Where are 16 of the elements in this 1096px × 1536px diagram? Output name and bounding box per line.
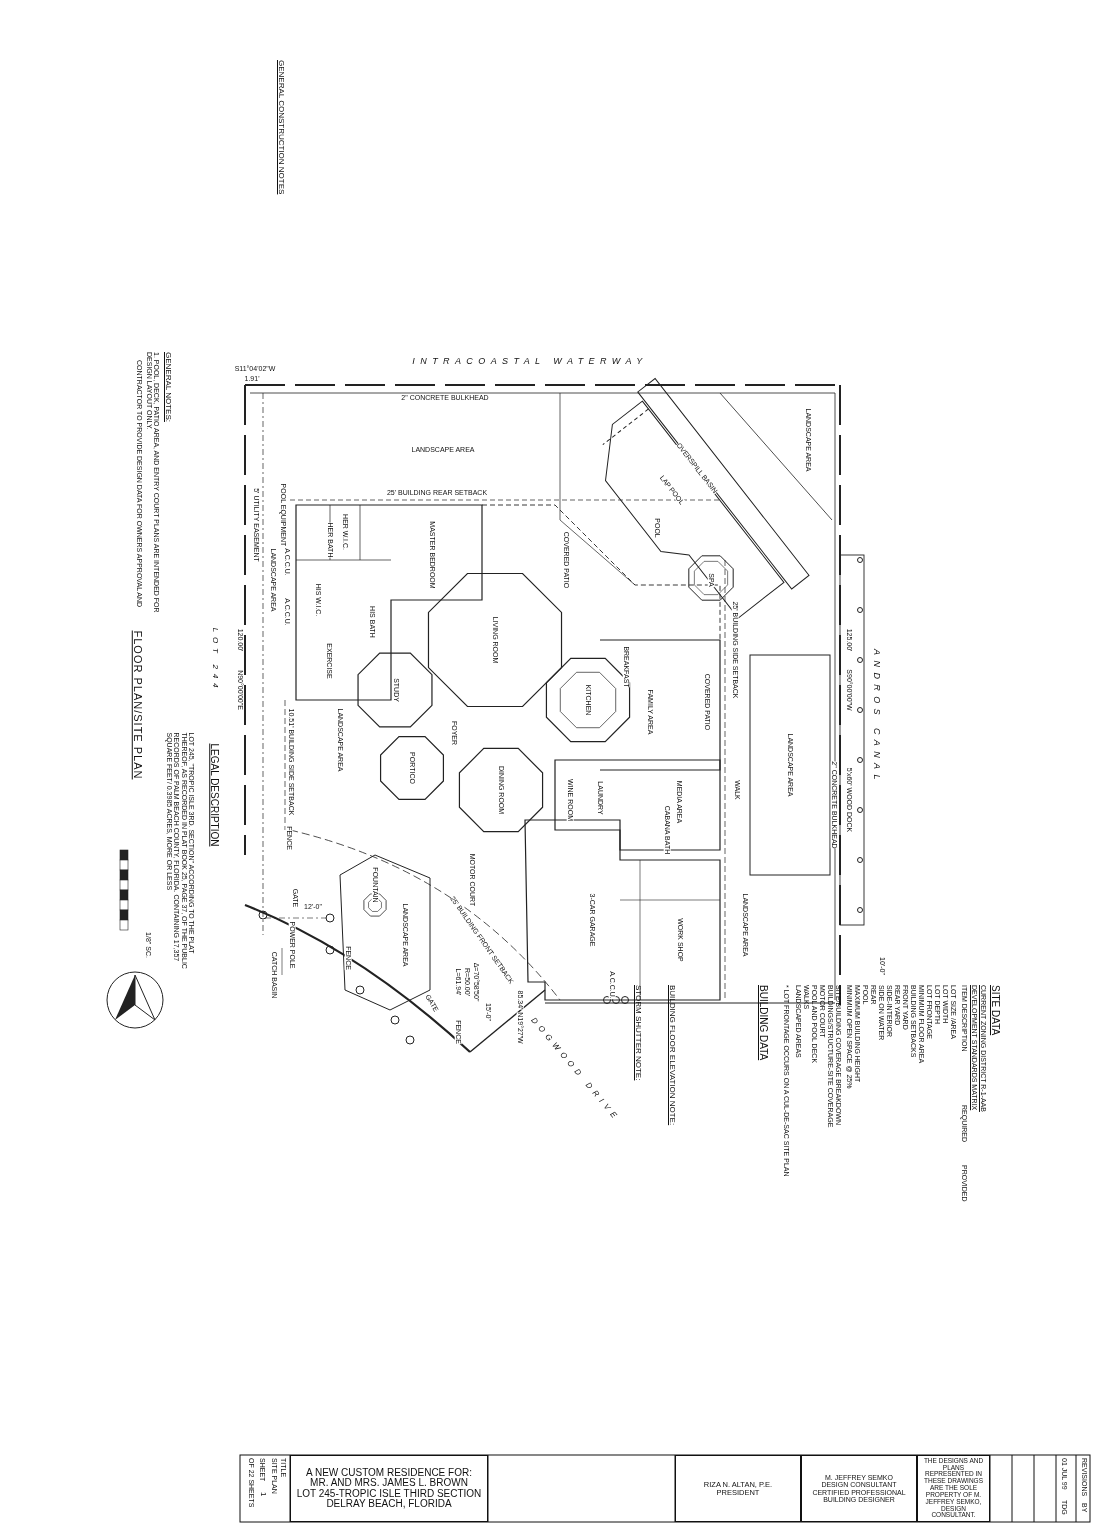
- title-block-text: 1: [258, 1492, 267, 1497]
- project-title-line: LOT 245-TROPIC ISLE THIRD SECTION: [296, 1488, 482, 1499]
- project-title-line: MR. AND MRS. JAMES L. BROWN: [310, 1478, 468, 1489]
- title-block-panel: [801, 1455, 917, 1522]
- table-heading: SITE DATA: [989, 985, 1000, 1036]
- title-block-panel: [675, 1455, 801, 1522]
- title-block-panel: [290, 1455, 488, 1522]
- drawing-title: FLOOR PLAN/SITE PLAN: [131, 630, 143, 780]
- note-heading: STORM SHUTTER NOTE:: [633, 985, 642, 1081]
- table-heading: BUILDING DATA: [757, 985, 768, 1061]
- project-title-line: A NEW CUSTOM RESIDENCE FOR:: [306, 1467, 472, 1478]
- note-heading: BUILDING FLOOR ELEVATION NOTE:: [667, 985, 676, 1126]
- note-heading: GENERAL NOTES:: [163, 352, 172, 424]
- project-title-line: DELRAY BEACH, FLORIDA: [326, 1499, 452, 1510]
- note-heading: LEGAL DESCRIPTION: [208, 743, 220, 847]
- note-heading: GENERAL CONSTRUCTION NOTES: [276, 60, 285, 195]
